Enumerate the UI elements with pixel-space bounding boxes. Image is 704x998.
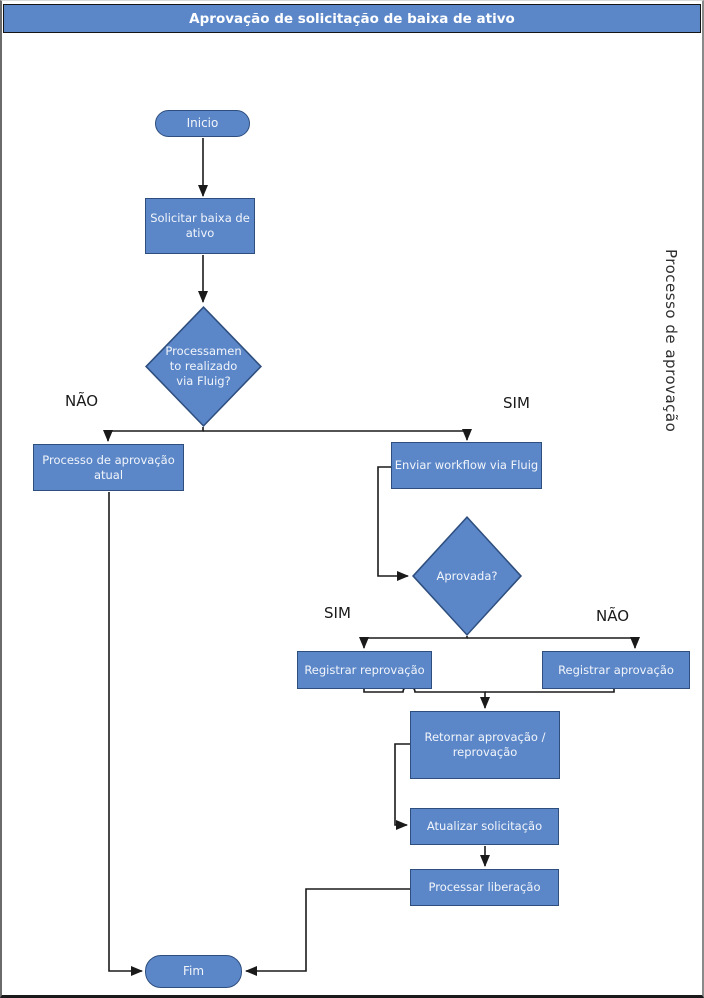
connector-decisao-sim-enviar xyxy=(203,429,472,441)
task-atualizar-solicitacao-label: Atualizar solicitação xyxy=(426,819,543,834)
connector-decisao-nao-processo-atual xyxy=(103,427,204,442)
connector-aprovada-nao-aprovacao xyxy=(467,637,640,649)
decision-aprovada-label: Aprovada? xyxy=(436,568,498,583)
task-solicitar-baixa: Solicitar baixa de ativo xyxy=(145,198,255,254)
decision-aprovada: Aprovada? xyxy=(412,516,522,636)
end-node-label: Fim xyxy=(182,963,205,978)
diagram-title: Aprovação de solicitação de baixa de ati… xyxy=(189,10,515,27)
decision-processamento-fluig: Processamen to realizado via Fluig? xyxy=(145,306,262,427)
task-processar-liberacao-label: Processar liberação xyxy=(428,880,541,895)
task-solicitar-baixa-label: Solicitar baixa de ativo xyxy=(150,211,250,240)
connector-aprovacao-retornar xyxy=(485,689,615,693)
task-registrar-aprovacao: Registrar aprovação xyxy=(542,651,690,689)
end-node: Fim xyxy=(145,955,242,988)
task-registrar-reprovacao-label: Registrar reprovação xyxy=(304,662,425,677)
task-atualizar-solicitacao: Atualizar solicitação xyxy=(410,808,559,845)
task-processar-liberacao: Processar liberação xyxy=(410,869,559,906)
edge-label-sim-aprovada: SIM xyxy=(324,604,351,622)
connector-retornar-atualizar xyxy=(394,743,410,830)
task-registrar-reprovacao: Registrar reprovação xyxy=(297,651,432,689)
decision-processamento-fluig-label: Processamen to realizado via Fluig? xyxy=(165,344,242,388)
edge-label-sim-fluig: SIM xyxy=(503,394,530,412)
task-registrar-aprovacao-label: Registrar aprovação xyxy=(558,662,674,677)
diagram-title-bar: Aprovação de solicitação de baixa de ati… xyxy=(3,4,701,33)
edge-label-nao-aprovada: NÃO xyxy=(596,607,630,625)
task-processo-aprovacao-atual-label: Processo de aprovação atual xyxy=(42,452,175,482)
connector-aprovada-sim-reprovacao xyxy=(359,636,468,649)
start-node: Inicio xyxy=(155,110,250,137)
connector-reprovacao-retornar xyxy=(363,685,490,709)
edge-label-nao-fluig: NÃO xyxy=(65,392,99,410)
connector-processo-atual-fim xyxy=(108,492,143,976)
connector-processar-fim xyxy=(245,888,410,976)
task-processo-aprovacao-atual: Processo de aprovação atual xyxy=(33,444,184,491)
task-retornar-aprovacao-label: Retornar aprovação / reprovação xyxy=(424,730,546,759)
start-node-label: Inicio xyxy=(186,115,219,130)
task-retornar-aprovacao: Retornar aprovação / reprovação xyxy=(410,711,560,779)
task-enviar-workflow-label: Enviar workflow via Fluig xyxy=(394,458,539,473)
task-enviar-workflow: Enviar workflow via Fluig xyxy=(391,442,542,489)
lane-label: Processo de aprovação xyxy=(662,249,680,433)
